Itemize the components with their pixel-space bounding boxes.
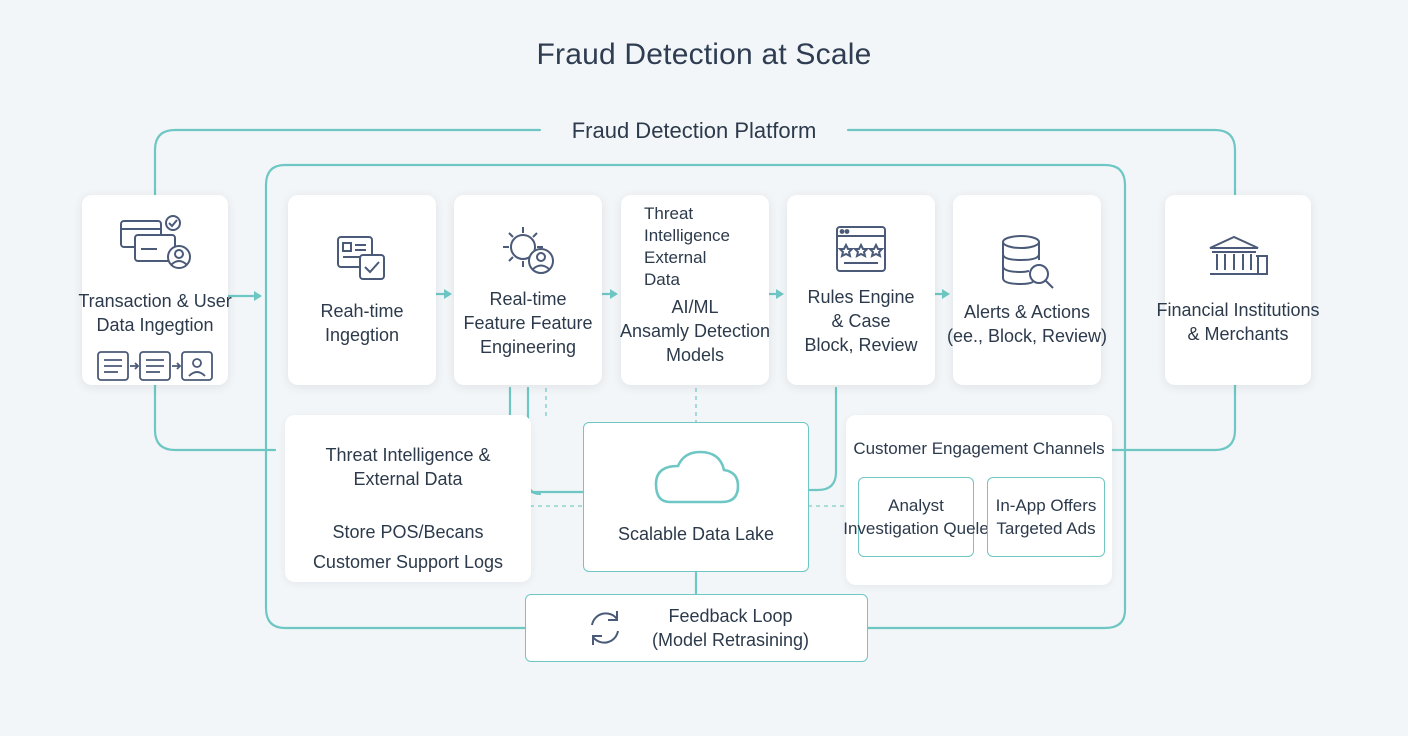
analyst-investigation-queue-box: Analyst Investigation Quele — [843, 477, 989, 557]
credit-card-user-icon — [113, 213, 197, 273]
in-app-offers-label: In-App Offers Targeted Ads — [995, 496, 1097, 538]
diagram-title: Fraud Detection at Scale — [536, 38, 872, 71]
database-search-icon — [997, 232, 1057, 292]
in-app-offers-box: In-App Offers Targeted Ads — [987, 477, 1105, 557]
alerts-actions-card: Alerts & Actions (ee., Block, Review) — [947, 195, 1107, 385]
arrow-head — [776, 289, 784, 299]
alerts-actions-label: Alerts & Actions (ee., Block, Review) — [946, 302, 1108, 346]
threat-intelligence-panel: Threat Intelligence & External Data Stor… — [285, 415, 531, 582]
arrow-head — [444, 289, 452, 299]
feedback-loop-label: Feedback Loop (Model Retrasining) — [651, 606, 810, 650]
feature-engineering-label: Real-time Feature Feature Engineering — [463, 289, 593, 357]
arrow-head — [254, 291, 262, 301]
transaction-data-source-card: Transaction & User Data Ingegtion — [78, 195, 232, 385]
arrow-head — [942, 289, 950, 299]
bank-icon — [1206, 234, 1270, 280]
scalable-data-lake-box: Scalable Data Lake — [583, 422, 809, 572]
ai-ml-models-card: Threat Intelligence External Data AI/ML … — [619, 195, 771, 385]
inner-platform-frame — [264, 163, 1127, 630]
feedback-loop-box: Feedback Loop (Model Retrasining) — [525, 594, 868, 662]
document-check-icon — [334, 233, 390, 285]
source-item: Customer Support Logs — [312, 552, 504, 572]
form-to-user-icon — [96, 349, 214, 383]
ai-ml-models-label: AI/ML Ansamly Detection Models — [619, 297, 771, 365]
analyst-queue-label: Analyst Investigation Quele — [843, 496, 989, 538]
platform-label: Fraud Detection Platform — [544, 115, 844, 147]
threat-data-sources-list: Store POS/Becans Customer Support Logs — [313, 517, 503, 577]
rules-to-lake-connector — [806, 386, 838, 492]
threat-intelligence-label: Threat Intelligence & External Data — [325, 445, 491, 489]
rules-engine-card: Rules Engine & Case Block, Review — [787, 195, 935, 385]
threat-intelligence-caption: Threat Intelligence External Data — [644, 204, 731, 289]
real-time-ingestion-card: Reah-time Ingegtion — [288, 195, 436, 385]
customer-engagement-label: Customer Engagement Channels — [853, 439, 1105, 458]
real-time-ingestion-label: Reah-time Ingegtion — [320, 301, 404, 345]
arrow-head — [610, 289, 618, 299]
financial-institutions-card: Financial Institutions & Merchants — [1156, 195, 1320, 385]
rules-window-icon — [833, 223, 889, 275]
cloud-icon — [648, 448, 744, 508]
refresh-icon — [584, 607, 626, 649]
rules-engine-label: Rules Engine & Case Block, Review — [804, 287, 918, 355]
transaction-data-source-label: Transaction & User Data Ingegtion — [78, 291, 232, 335]
gear-user-icon — [497, 221, 559, 277]
feature-engineering-card: Real-time Feature Feature Engineering — [454, 195, 602, 385]
financial-institutions-label: Financial Institutions & Merchants — [1156, 300, 1320, 344]
source-item: Store POS/Becans — [332, 522, 484, 542]
scalable-data-lake-label: Scalable Data Lake — [617, 524, 775, 544]
